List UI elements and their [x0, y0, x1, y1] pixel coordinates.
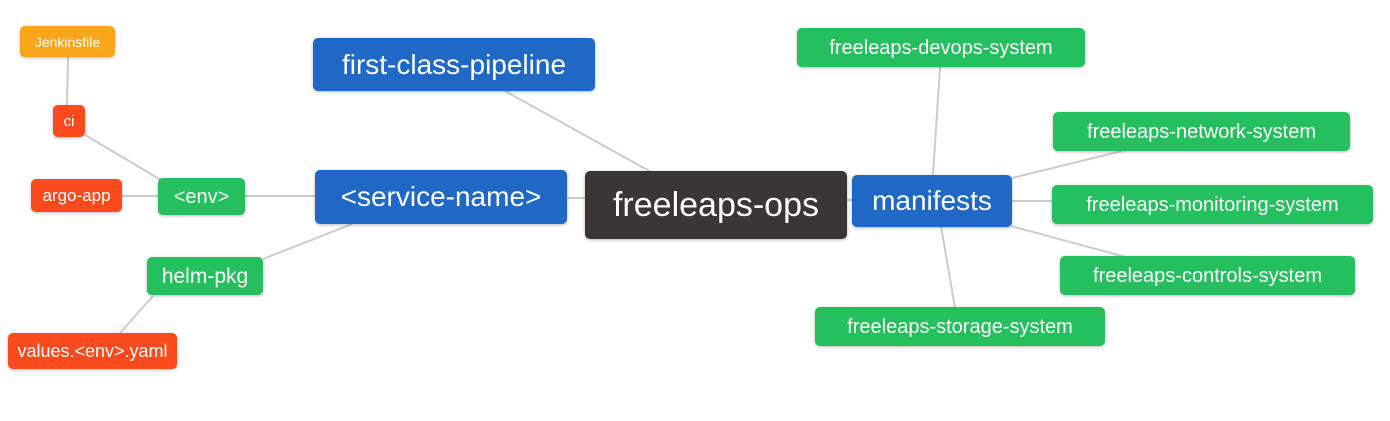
node-jenkinsfile[interactable]: Jenkinsfile — [20, 26, 115, 57]
edge-manifests-devops — [932, 66, 941, 176]
edge-values-helm-pkg — [119, 295, 154, 334]
edge-ci-env — [84, 134, 162, 181]
edge-jenkinsfile-ci — [66, 56, 69, 106]
edge-helm-pkg-service-name — [262, 223, 353, 260]
node-freeleaps-devops-system[interactable]: freeleaps-devops-system — [797, 28, 1085, 67]
node-first-class-pipeline[interactable]: first-class-pipeline — [313, 38, 595, 91]
node-freeleaps-ops[interactable]: freeleaps-ops — [585, 171, 847, 239]
node-freeleaps-network-system[interactable]: freeleaps-network-system — [1053, 112, 1350, 151]
node-ci[interactable]: ci — [53, 105, 85, 137]
node-freeleaps-monitoring-system[interactable]: freeleaps-monitoring-system — [1052, 185, 1373, 224]
edge-manifests-controls — [1010, 225, 1134, 260]
edge-manifests-storage — [940, 225, 956, 309]
node-helm-pkg[interactable]: helm-pkg — [147, 257, 263, 295]
node-argo-app[interactable]: argo-app — [31, 179, 122, 212]
edge-manifests-network — [1011, 150, 1123, 179]
node-freeleaps-controls-system[interactable]: freeleaps-controls-system — [1060, 256, 1355, 295]
node-values-env-yaml[interactable]: values.<env>.yaml — [8, 333, 177, 369]
node-env[interactable]: <env> — [158, 178, 245, 215]
edge-pipeline-root — [504, 90, 654, 174]
node-freeleaps-storage-system[interactable]: freeleaps-storage-system — [815, 307, 1105, 346]
node-service-name[interactable]: <service-name> — [315, 170, 567, 224]
node-manifests[interactable]: manifests — [852, 175, 1012, 227]
